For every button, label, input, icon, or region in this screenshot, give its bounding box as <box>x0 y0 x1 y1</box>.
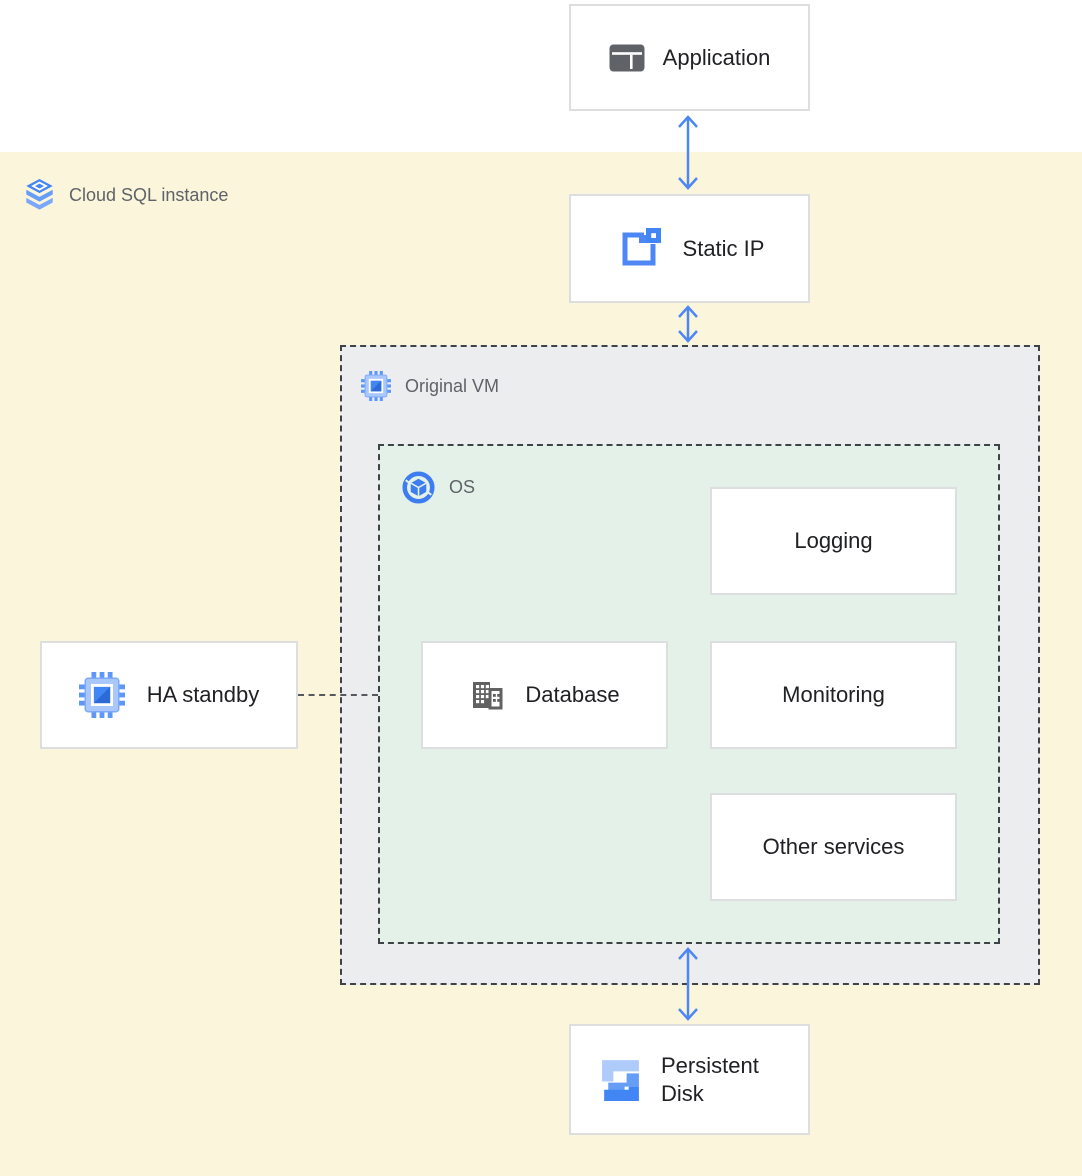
node-other-services: Other services <box>710 793 957 901</box>
persistent-disk-icon <box>602 1060 639 1101</box>
cloud-sql-instance-label: Cloud SQL instance <box>24 178 228 212</box>
persistent-disk-label: Persistent Disk <box>661 1052 759 1106</box>
node-application: Application <box>569 4 810 111</box>
application-label: Application <box>662 44 771 70</box>
arrow-staticip-vm <box>678 305 698 343</box>
arrow-os-persistentdisk <box>678 947 698 1021</box>
os-cube-icon <box>402 471 435 504</box>
os-text: OS <box>449 477 476 497</box>
ha-standby-label: HA standby <box>146 682 260 707</box>
node-static-ip: Static IP <box>569 194 810 303</box>
compute-engine-icon <box>78 672 125 718</box>
other-services-label: Other services <box>762 834 905 859</box>
original-vm-text: Original VM <box>405 375 500 396</box>
os-zone-label: OS <box>402 471 475 504</box>
compute-engine-icon <box>361 371 391 401</box>
logging-label: Logging <box>794 528 873 553</box>
node-database: Database <box>421 641 668 749</box>
cloud-sql-icon <box>26 178 53 210</box>
node-persistent-disk: Persistent Disk <box>569 1024 810 1135</box>
database-label: Database <box>525 682 620 707</box>
application-window-icon <box>609 44 645 71</box>
database-building-icon <box>473 682 503 710</box>
original-vm-label: Original VM <box>361 371 499 401</box>
monitoring-label: Monitoring <box>782 682 885 707</box>
external-ip-icon <box>622 227 661 265</box>
static-ip-label: Static IP <box>682 235 765 261</box>
connector-ha-standby-vm <box>298 694 378 696</box>
node-ha-standby: HA standby <box>40 641 298 749</box>
cloud-sql-instance-text: Cloud SQL instance <box>69 184 229 205</box>
arrow-application-staticip <box>678 115 698 190</box>
node-logging: Logging <box>710 487 957 595</box>
node-monitoring: Monitoring <box>710 641 957 749</box>
